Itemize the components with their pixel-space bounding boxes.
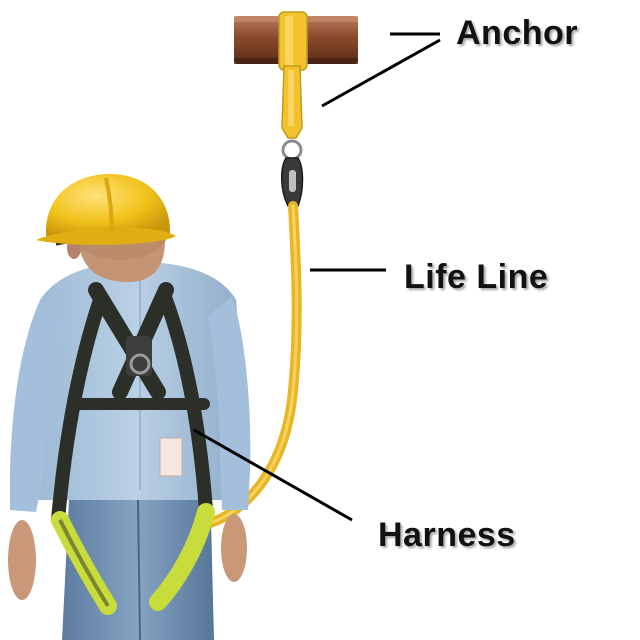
snap-hook-icon [282, 158, 303, 206]
anchor-strap [282, 66, 302, 159]
worker-figure-icon [8, 204, 250, 640]
anchor-label: Anchor [456, 14, 578, 53]
life-line-label: Life Line [404, 258, 548, 297]
hard-hat-icon [36, 174, 176, 245]
harness-label: Harness [378, 516, 516, 555]
i-beam-anchor-icon [234, 12, 358, 70]
